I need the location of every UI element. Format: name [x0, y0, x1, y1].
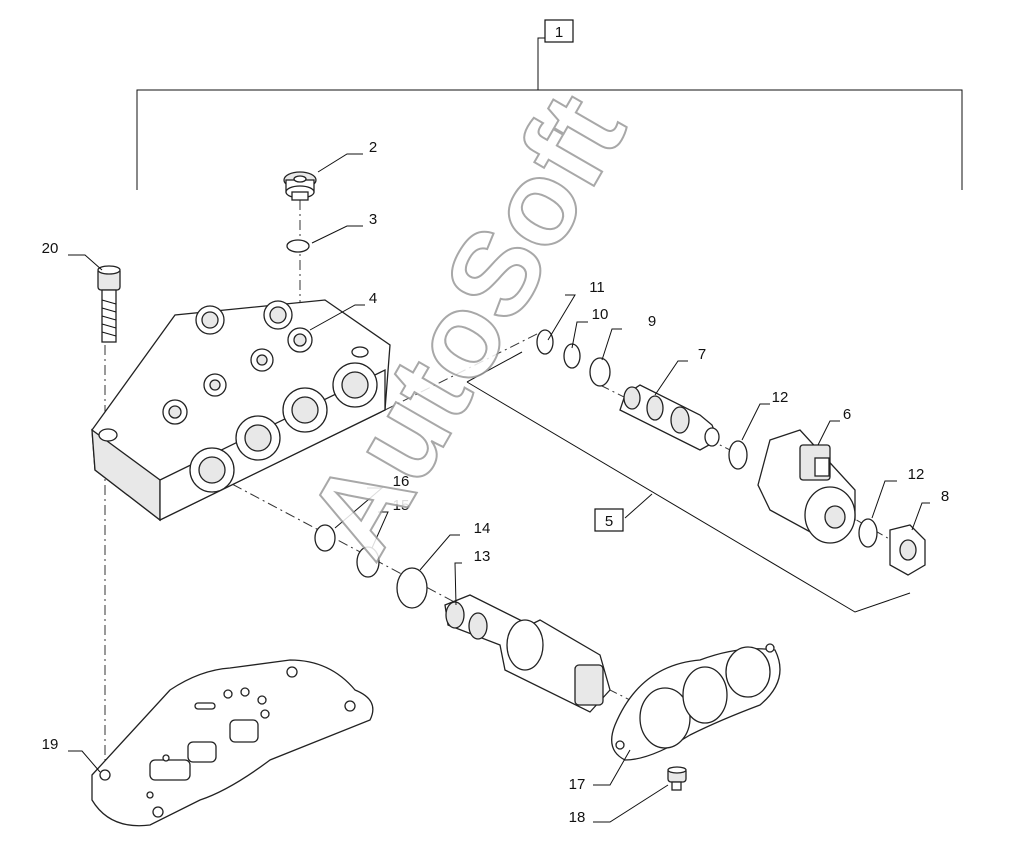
subassembly-bracket — [466, 351, 911, 613]
gasket-part — [611, 643, 781, 761]
plug-part — [283, 171, 317, 201]
callout-label-8: 8 — [941, 488, 949, 505]
callout-label-13: 13 — [474, 548, 491, 565]
callout-label-9: 9 — [648, 313, 656, 330]
o-ring-12a — [728, 440, 748, 470]
spool-valve-part — [619, 384, 720, 451]
valve-block — [91, 299, 391, 522]
o-rings-upper — [536, 329, 611, 387]
gasket-plate-part — [91, 659, 374, 827]
callout-label-19: 19 — [42, 736, 59, 753]
callout-1: 1 — [544, 19, 574, 43]
callout-label-4: 4 — [369, 290, 377, 307]
solenoid-coil-part — [757, 429, 856, 544]
assembly-bracket — [136, 37, 963, 190]
o-rings-lower — [314, 524, 428, 609]
callout-label-20: 20 — [42, 240, 59, 257]
callout-label-7: 7 — [698, 346, 706, 363]
leader-lines — [68, 153, 930, 823]
callout-label-11: 11 — [589, 279, 605, 296]
bolt-part — [97, 265, 121, 343]
callout-label-10: 10 — [592, 306, 609, 323]
nut-part — [889, 524, 926, 576]
callout-label-6: 6 — [843, 406, 851, 423]
screw-part — [667, 766, 687, 791]
callout-label-1: 1 — [555, 24, 563, 41]
callout-label-12a: 12 — [772, 389, 789, 406]
callout-label-15: 15 — [393, 497, 410, 514]
solenoid-valve-part — [444, 594, 611, 713]
callout-label-2: 2 — [369, 139, 377, 156]
callout-label-5: 5 — [605, 513, 613, 530]
callout-label-3: 3 — [369, 211, 377, 228]
callout-label-16: 16 — [393, 473, 410, 490]
callout-5: 5 — [594, 508, 624, 532]
callout-label-12b: 12 — [908, 466, 925, 483]
callout-label-18: 18 — [569, 809, 586, 826]
callout-label-17: 17 — [569, 776, 586, 793]
o-ring-part — [286, 239, 310, 253]
o-ring-12b — [858, 518, 878, 548]
callout-label-14: 14 — [474, 520, 491, 537]
